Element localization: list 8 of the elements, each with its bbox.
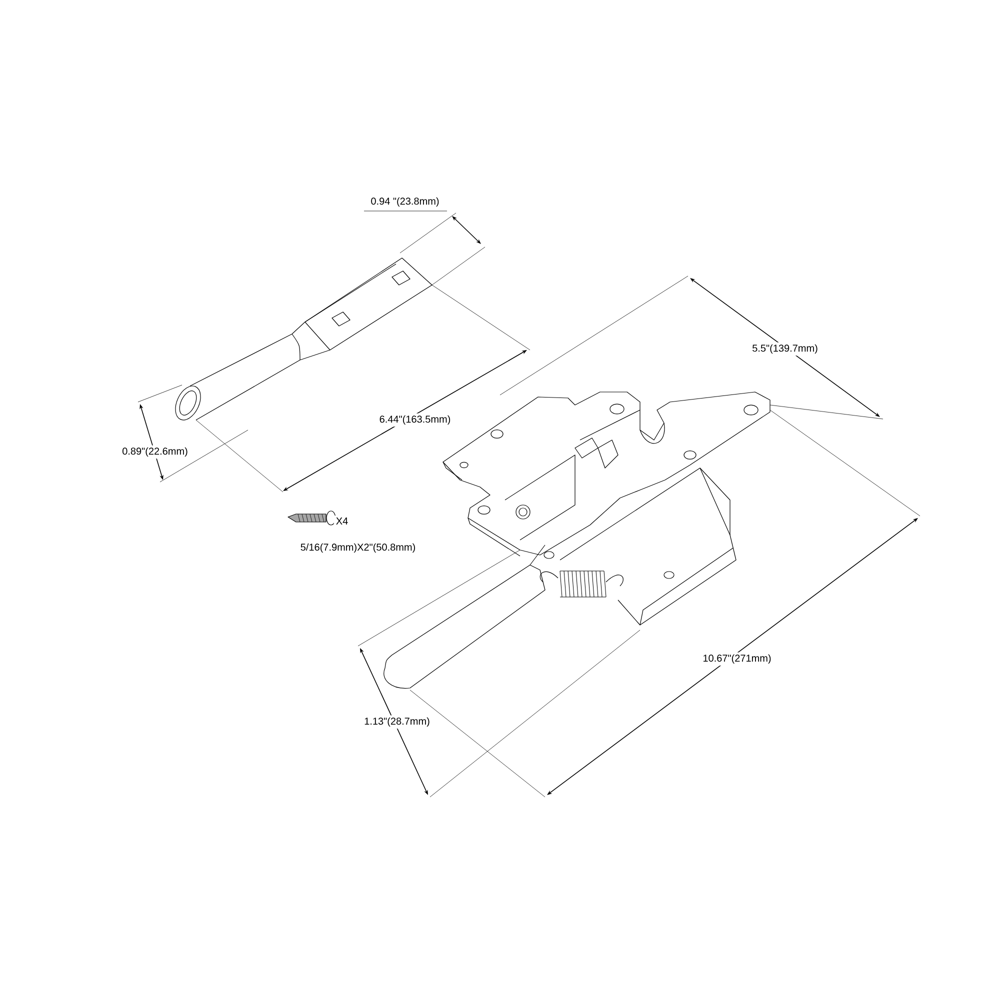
dimension-label: 1.13"(28.7mm): [362, 715, 432, 729]
dimension-label: 10.67"(271mm): [700, 652, 774, 666]
dimension-label: 0.94 "(23.8mm): [368, 195, 442, 209]
screw-size-label: 5/16(7.9mm)X2"(50.8mm): [298, 541, 418, 555]
dimension-label: 6.44"(163.5mm): [377, 413, 453, 427]
quantity-label: X4: [334, 516, 350, 526]
dimension-label: 0.89"(22.6mm): [120, 445, 190, 459]
dimension-label: 5.5"(139.7mm): [750, 342, 820, 356]
